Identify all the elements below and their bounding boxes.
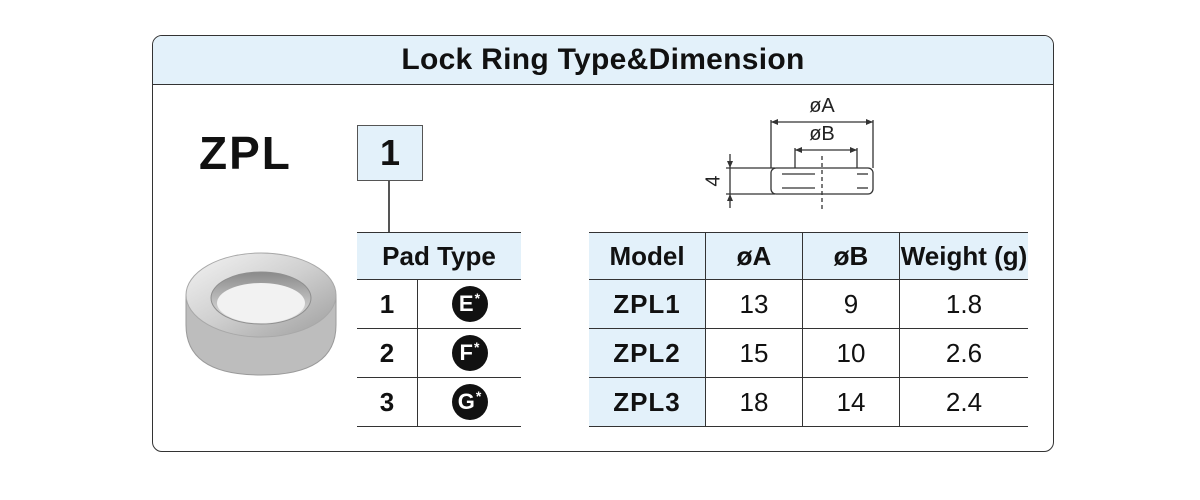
cell-model: ZPL1 bbox=[589, 279, 706, 329]
pad-type-badge: E* bbox=[451, 286, 488, 322]
panel-header: Lock Ring Type&Dimension bbox=[153, 36, 1053, 85]
pad-type-row: 1 E* bbox=[357, 280, 521, 329]
pad-type-header: Pad Type bbox=[357, 232, 521, 280]
cell-dia-b: 14 bbox=[802, 377, 900, 427]
cell-dia-b: 10 bbox=[802, 328, 900, 378]
badge-letter: E bbox=[458, 291, 474, 316]
table-row: ZPL3 18 14 2.4 bbox=[589, 377, 1028, 427]
header-dia-a: øA bbox=[705, 232, 803, 280]
dimension-table: Model øA øB Weight (g) ZPL1 13 9 1.8 ZPL… bbox=[589, 232, 1028, 427]
badge-mark: * bbox=[474, 290, 481, 306]
cell-model: ZPL2 bbox=[589, 328, 706, 378]
dimension-drawing: øA øB 4 bbox=[702, 95, 874, 210]
badge-mark: * bbox=[475, 388, 482, 404]
panel-title: Lock Ring Type&Dimension bbox=[401, 43, 805, 76]
label-dia-a: øA bbox=[809, 95, 835, 117]
cell-dia-b: 9 bbox=[802, 279, 900, 329]
header-dia-b: øB bbox=[802, 232, 900, 280]
cell-weight: 1.8 bbox=[899, 279, 1028, 329]
label-dia-b: øB bbox=[809, 123, 835, 145]
pad-type-row: 3 G* bbox=[357, 378, 521, 427]
pad-type-number: 3 bbox=[357, 378, 418, 426]
table-row: ZPL2 15 10 2.6 bbox=[589, 328, 1028, 378]
pad-type-number: 2 bbox=[357, 329, 418, 377]
pad-type-badge: F* bbox=[451, 335, 488, 371]
model-option-box: 1 bbox=[357, 125, 423, 181]
header-model: Model bbox=[589, 232, 706, 280]
header-weight: Weight (g) bbox=[899, 232, 1028, 280]
cell-dia-a: 13 bbox=[705, 279, 803, 329]
pad-type-badge: G* bbox=[451, 384, 488, 420]
dimension-header-row: Model øA øB Weight (g) bbox=[589, 232, 1028, 280]
pad-type-table: Pad Type 1 E* 2 F* 3 G* bbox=[357, 232, 521, 427]
connector-line bbox=[388, 181, 390, 232]
table-row: ZPL1 13 9 1.8 bbox=[589, 279, 1028, 329]
badge-letter: G bbox=[457, 389, 475, 414]
badge-mark: * bbox=[474, 339, 480, 355]
badge-letter: F bbox=[459, 340, 473, 365]
model-code: ZPL bbox=[199, 127, 292, 179]
cell-weight: 2.4 bbox=[899, 377, 1028, 427]
cell-weight: 2.6 bbox=[899, 328, 1028, 378]
cell-dia-a: 18 bbox=[705, 377, 803, 427]
label-height: 4 bbox=[702, 175, 724, 186]
pad-type-number: 1 bbox=[357, 280, 418, 328]
pad-type-row: 2 F* bbox=[357, 329, 521, 378]
lock-ring-image bbox=[185, 252, 337, 376]
cell-dia-a: 15 bbox=[705, 328, 803, 378]
cell-model: ZPL3 bbox=[589, 377, 706, 427]
